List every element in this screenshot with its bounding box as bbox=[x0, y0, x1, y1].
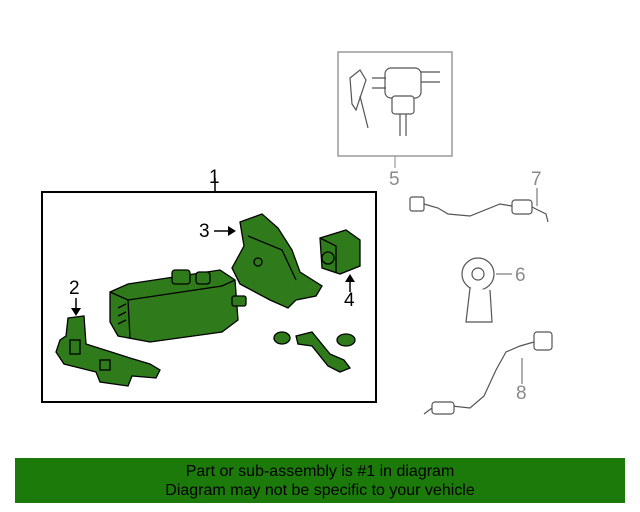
callout-3-arrow bbox=[228, 226, 236, 236]
vacuum-hose[interactable] bbox=[273, 331, 356, 373]
callout-4-arrow bbox=[345, 274, 355, 282]
callout-6[interactable]: 6 bbox=[515, 265, 526, 286]
disclaimer-banner: Part or sub-assembly is #1 in diagram Di… bbox=[15, 458, 625, 503]
callout-8[interactable]: 8 bbox=[516, 383, 527, 404]
oxygen-sensor-8[interactable] bbox=[423, 331, 553, 415]
knock-sensor-6[interactable] bbox=[461, 257, 495, 323]
callout-7[interactable]: 7 bbox=[531, 169, 542, 190]
callout-3[interactable]: 3 bbox=[199, 221, 210, 242]
purge-valve[interactable] bbox=[319, 229, 361, 275]
canister-bracket[interactable] bbox=[55, 315, 161, 387]
oxygen-sensor-7[interactable] bbox=[409, 196, 549, 223]
callout-4[interactable]: 4 bbox=[344, 290, 355, 311]
canister-mount-bracket[interactable] bbox=[231, 213, 323, 309]
part-5-vsv-group[interactable] bbox=[337, 51, 453, 168]
callout-2[interactable]: 2 bbox=[69, 278, 80, 299]
callout-1[interactable]: 1 bbox=[209, 167, 220, 188]
callout-2-arrow bbox=[71, 308, 81, 316]
assembly-1-frame[interactable] bbox=[41, 191, 377, 403]
callout-5[interactable]: 5 bbox=[389, 169, 400, 190]
part-5-vsv bbox=[349, 67, 440, 136]
disclaimer-line-2: Diagram may not be specific to your vehi… bbox=[165, 481, 475, 499]
disclaimer-line-1: Part or sub-assembly is #1 in diagram bbox=[185, 462, 455, 480]
charcoal-canister[interactable] bbox=[109, 269, 247, 343]
